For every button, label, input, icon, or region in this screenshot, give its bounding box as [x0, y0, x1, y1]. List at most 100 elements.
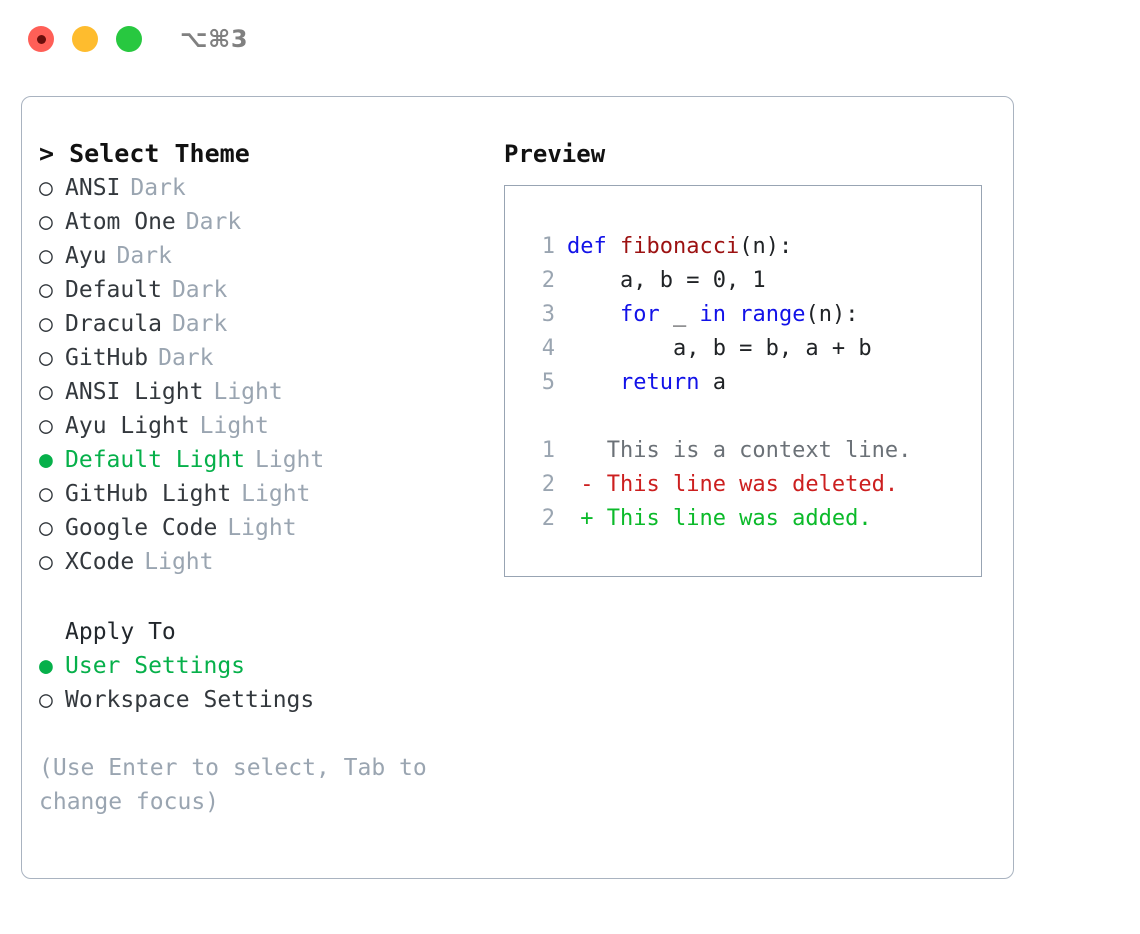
theme-option-tag: Dark	[171, 311, 228, 337]
preview-title: Preview	[504, 140, 606, 168]
theme-option-2[interactable]: ○ Ayu Dark	[39, 239, 490, 273]
theme-option-name: Ayu	[65, 243, 107, 269]
theme-option-8[interactable]: ● Default Light Light	[39, 443, 490, 477]
diff-sample: 1 This is a context line.2 - This line w…	[521, 434, 981, 536]
theme-option-tag: Light	[213, 379, 283, 405]
apply-to-option-0[interactable]: ● User Settings	[39, 649, 490, 683]
title-bar: ⌥⌘3	[0, 0, 1140, 78]
radio-unselected-icon: ○	[39, 515, 53, 541]
theme-option-name: ANSI Light	[65, 379, 204, 405]
theme-option-6[interactable]: ○ ANSI Light Light	[39, 375, 490, 409]
theme-option-tag: Dark	[185, 209, 242, 235]
theme-option-tag: Dark	[130, 175, 186, 201]
line-number: 2	[541, 268, 555, 293]
radio-unselected-icon: ○	[39, 481, 53, 507]
token-kw: for	[619, 302, 660, 327]
token-pl	[567, 370, 620, 395]
radio-unselected-icon: ○	[39, 243, 53, 269]
theme-option-name: Ayu Light	[65, 413, 190, 439]
apply-to-option-1[interactable]: ○Workspace Settings	[39, 683, 490, 717]
diff-line-text: + This line was added.	[567, 502, 871, 536]
diff-line: 2 - This line was deleted.	[521, 468, 981, 502]
token-pl: a, b = b, a + b	[567, 336, 872, 361]
prompt-caret: >	[39, 139, 55, 168]
token-kw: in	[699, 302, 726, 327]
code-line-text: a, b = 0, 1	[567, 264, 766, 298]
page-title-text: Select Theme	[69, 139, 250, 168]
minimize-button[interactable]	[72, 26, 98, 52]
theme-option-tag: Light	[255, 447, 325, 473]
token-pl: _	[659, 302, 700, 327]
radio-unselected-icon: ○	[39, 379, 53, 405]
diff-line-text: - This line was deleted.	[567, 468, 898, 502]
line-number: 1	[541, 438, 555, 463]
radio-selected-icon: ●	[39, 653, 53, 679]
radio-unselected-icon: ○	[39, 277, 53, 303]
code-line-text: def fibonacci(n):	[567, 230, 792, 264]
radio-unselected-icon: ○	[39, 549, 53, 575]
theme-option-name: GitHub	[65, 345, 149, 371]
line-number: 3	[541, 302, 555, 327]
token-pl: a, b = 0, 1	[567, 268, 766, 293]
token-pl: a	[699, 370, 726, 395]
token-kw: return	[619, 370, 700, 395]
apply-to-option-name: User Settings	[65, 653, 246, 679]
maximize-button[interactable]	[116, 26, 142, 52]
radio-unselected-icon: ○	[39, 175, 53, 201]
close-button[interactable]	[28, 26, 54, 52]
theme-option-name: XCode	[65, 549, 135, 575]
theme-option-tag: Light	[144, 549, 214, 575]
diff-line: 1 This is a context line.	[521, 434, 981, 468]
theme-option-0[interactable]: ○ ANSI Dark	[39, 171, 490, 205]
code-line: 3 for _ in range(n):	[521, 298, 981, 332]
token-pl	[567, 302, 620, 327]
radio-selected-icon: ●	[39, 447, 53, 473]
code-line-text: a, b = b, a + b	[567, 332, 872, 366]
keyboard-shortcut-label: ⌥⌘3	[180, 25, 249, 53]
radio-unselected-icon: ○	[39, 311, 53, 337]
theme-option-3[interactable]: ○ Default Dark	[39, 273, 490, 307]
theme-option-name: Default	[65, 277, 162, 303]
token-kw: def	[567, 234, 620, 259]
code-line: 4 a, b = b, a + b	[521, 332, 981, 366]
code-line: 5 return a	[521, 366, 981, 400]
theme-option-name: ANSI	[65, 175, 121, 201]
theme-option-7[interactable]: ○ Ayu Light Light	[39, 409, 490, 443]
radio-unselected-icon: ○	[39, 345, 53, 371]
code-line-text: return a	[567, 366, 726, 400]
radio-unselected-icon: ○	[39, 413, 53, 439]
theme-option-tag: Light	[241, 481, 311, 507]
theme-option-11[interactable]: ○ XCode Light	[39, 545, 490, 579]
code-line: 2 a, b = 0, 1	[521, 264, 981, 298]
token-ctx: This is a context line.	[567, 438, 912, 463]
theme-option-tag: Dark	[171, 277, 228, 303]
blank-line	[521, 400, 981, 434]
theme-option-name: Default Light	[65, 447, 246, 473]
apply-to-option-name: Workspace Settings	[65, 687, 315, 713]
diff-line: 2 + This line was added.	[521, 502, 981, 536]
theme-option-tag: Dark	[116, 243, 172, 269]
theme-option-name: Google Code	[65, 515, 218, 541]
token-pl: (n):	[805, 302, 859, 327]
line-number: 1	[541, 234, 555, 259]
line-number: 4	[541, 336, 555, 361]
spacer	[39, 579, 490, 615]
code-line-text: for _ in range(n):	[567, 298, 858, 332]
theme-option-tag: Light	[199, 413, 269, 439]
page-title: > Select Theme	[39, 137, 490, 171]
apply-to-option-list: ● User Settings ○Workspace Settings	[39, 649, 490, 717]
line-number: 2	[541, 472, 555, 497]
token-kw: range	[739, 302, 806, 327]
spacer	[39, 717, 490, 751]
token-fn: fibonacci	[619, 234, 740, 259]
